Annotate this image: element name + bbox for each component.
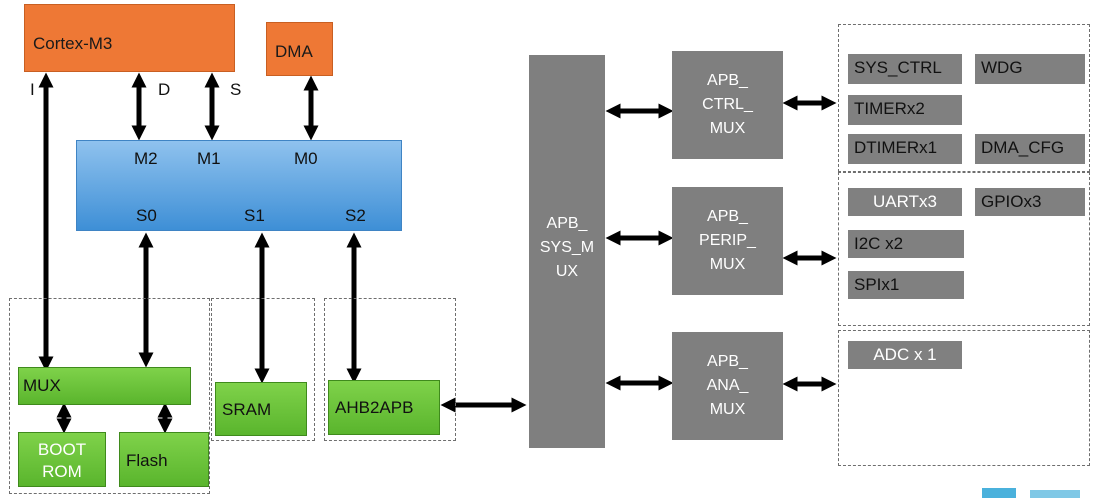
mux-block: MUX [18,367,191,405]
ahb2apb-label: AHB2APB [335,398,414,417]
slave-port-s1: S1 [244,206,265,225]
watermark-logo [982,488,1016,498]
apb-ana-mux-label-line1: APB_ [707,353,748,370]
boot-rom-label-line2: ROM [42,462,82,481]
master-port-m1: M1 [197,149,221,168]
apb-ana-mux-label-line2: ANA_ [706,377,749,394]
apb-ctrl-mux-block: APB_ CTRL_ MUX [672,51,783,159]
dbus-label: D [158,80,171,99]
periph-timer: TIMERx2 [848,95,962,125]
flash-block: Flash [119,432,209,487]
periph-sys-ctrl: SYS_CTRL [848,54,962,84]
periph-uart: UARTx3 [848,188,962,216]
apb-perip-mux-label-line1: APB_ [707,208,748,225]
dma-label: DMA [275,42,313,61]
boot-rom-label-line1: BOOT [37,440,87,459]
periph-spi: SPIx1 [848,271,964,299]
boot-flash-group [9,298,210,494]
apb-ana-mux-label-line3: MUX [709,401,746,418]
ahb-bus-matrix: M2 M1 M0 S0 S1 S2 [76,140,402,231]
ibus-label: I [30,80,35,99]
periph-wdg: WDG [975,54,1085,84]
dma-block: DMA [266,22,333,76]
ahb2apb-group [324,298,456,441]
apb-sys-mux-label-line2: SYS_M [539,239,595,256]
apb-ctrl-mux-label-line3: MUX [709,120,746,137]
perip-peripheral-group [838,172,1090,326]
periph-gpio: GPIOx3 [975,188,1085,216]
periph-dtimer: DTIMERx1 [848,134,962,164]
master-port-m0: M0 [294,149,318,168]
apb-ana-mux-block: APB_ ANA_ MUX [672,332,783,440]
apb-sys-mux-label-line1: APB_ [546,215,588,232]
sram-block: SRAM [215,382,307,436]
ctrl-peripheral-group [838,24,1090,172]
apb-ctrl-mux-label-line1: APB_ [707,72,748,89]
periph-dma-cfg: DMA_CFG [975,134,1085,164]
apb-sys-mux-label-line3: UX [555,263,579,280]
apb-perip-mux-label-line2: PERIP_ [699,232,756,249]
cortex-m3-label: Cortex-M3 [33,34,113,53]
slave-port-s0: S0 [136,206,157,225]
boot-rom-block: BOOT ROM [18,432,106,487]
mux-label: MUX [23,376,61,395]
flash-label: Flash [126,451,168,470]
periph-adc: ADC x 1 [848,341,962,369]
sram-label: SRAM [222,400,272,419]
apb-perip-mux-block: APB_ PERIP_ MUX [672,187,783,295]
master-port-m2: M2 [134,149,158,168]
ana-peripheral-group [838,330,1090,466]
periph-i2c: I2C x2 [848,230,964,258]
sram-group [211,298,315,441]
ahb2apb-block: AHB2APB [328,380,440,435]
watermark-logo-text [1030,490,1080,498]
slave-port-s2: S2 [345,206,366,225]
apb-ctrl-mux-label-line2: CTRL_ [702,96,753,113]
cortex-m3-block: Cortex-M3 [24,4,235,72]
apb-sys-mux-block: APB_ SYS_M UX [529,55,605,448]
sbus-label: S [230,80,242,99]
apb-perip-mux-label-line3: MUX [709,256,746,273]
